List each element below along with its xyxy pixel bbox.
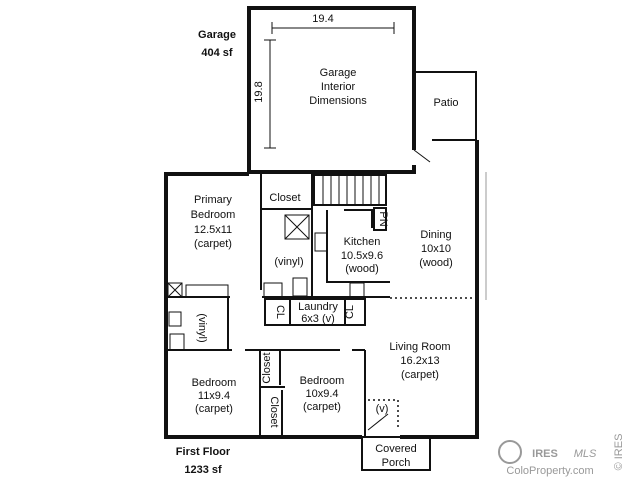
garage-title: Garage (198, 29, 236, 41)
room-primary-bedroom: Primary Bedroom 12.5x11 (carpet) (191, 194, 236, 250)
closet-b1: Closet (261, 352, 273, 383)
room-label: Kitchen (344, 236, 381, 248)
ires-logo-icon (498, 440, 522, 464)
room-label: (carpet) (195, 403, 233, 415)
garage-label-2: Interior (321, 81, 356, 93)
closet-b2: Closet (268, 396, 280, 427)
patio-label: Patio (433, 97, 458, 109)
room-label: (wood) (419, 257, 453, 269)
room-label: (carpet) (303, 401, 341, 413)
room-label: (wood) (345, 263, 379, 275)
room-porch: Covered Porch (375, 443, 417, 469)
garage-depth: 19.8 (253, 81, 265, 102)
room-laundry: Laundry 6x3 (v) (298, 301, 338, 325)
room-label: 10.5x9.6 (341, 250, 383, 262)
garage-label-3: Dimensions (309, 95, 367, 107)
room-label: 6x3 (v) (301, 313, 335, 325)
watermark-site: ColoProperty.com (506, 465, 593, 477)
garage-label-1: Garage (320, 67, 357, 79)
entry-label: (v) (376, 403, 389, 415)
cl-right: CL (344, 305, 356, 319)
room-living: Living Room 16.2x13 (carpet) (389, 341, 450, 381)
room-label: Bedroom (192, 377, 237, 389)
primary-bath: (vinyl) (274, 256, 303, 268)
room-label: Bedroom (300, 375, 345, 387)
room-label: (carpet) (401, 369, 439, 381)
room-kitchen: Kitchen 10.5x9.6 (wood) (341, 236, 383, 275)
pantry-label: PN (377, 211, 389, 226)
room-label: Dining (420, 229, 451, 241)
floor-area: 1233 sf (184, 464, 222, 476)
room-label: Laundry (298, 301, 338, 313)
watermark-mls: MLS (574, 448, 597, 460)
hall-bath: (vinyl) (196, 313, 208, 342)
room-label: 11x9.4 (198, 390, 230, 402)
room-label: 12.5x11 (194, 224, 232, 236)
room-label: Primary (194, 194, 232, 206)
garage: 19.4 19.8 Garage Interior Dimensions (247, 6, 416, 172)
watermark-brand: IRES (532, 448, 558, 460)
room-bedroom-2: Bedroom 10x9.4 (carpet) (300, 375, 345, 413)
garage-width: 19.4 (312, 13, 333, 25)
room-bedroom-1: Bedroom 11x9.4 (carpet) (192, 377, 237, 415)
house-walls: PN (164, 140, 487, 471)
room-label: Bedroom (191, 209, 236, 221)
room-label: 10x9.4 (305, 388, 338, 400)
garage-area: 404 sf (201, 47, 233, 59)
room-dining: Dining 10x10 (wood) (419, 229, 453, 269)
room-label: Living Room (389, 341, 450, 353)
room-label: Porch (382, 457, 411, 469)
room-label: 16.2x13 (400, 355, 439, 367)
closet-primary: Closet (269, 192, 300, 204)
floor-title: First Floor (176, 446, 231, 458)
watermark-copyright: © IRES (613, 434, 625, 471)
room-label: Covered (375, 443, 417, 455)
stairs (322, 175, 380, 205)
room-label: 10x10 (421, 243, 451, 255)
cl-left: CL (274, 305, 286, 319)
room-label: (carpet) (194, 238, 232, 250)
watermark: IRES MLS ColoProperty.com © IRES (498, 434, 625, 477)
patio: Patio (413, 71, 477, 163)
